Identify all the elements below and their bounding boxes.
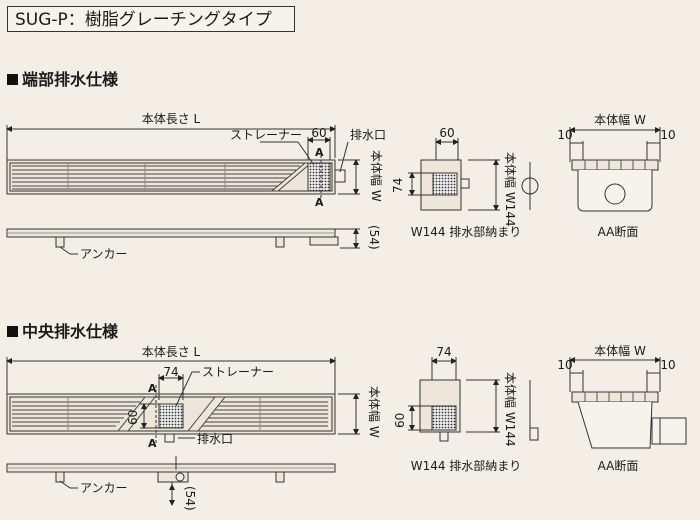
heading-square-icon bbox=[7, 326, 18, 337]
section-a-mark-top: A bbox=[315, 146, 324, 159]
detail-caption: W144 排水部納まり bbox=[411, 224, 522, 239]
drain-outlet-label: 排水口 bbox=[197, 432, 233, 446]
aa-width-label: 本体幅 W bbox=[594, 343, 646, 358]
detail-width-label: 本体幅 W144 bbox=[503, 372, 518, 447]
end-drain-plan-view bbox=[6, 125, 360, 200]
strainer-label: ストレーナー bbox=[230, 128, 302, 142]
aa-left-label: 10 bbox=[557, 128, 572, 142]
center-drain-plan-view bbox=[6, 357, 360, 444]
body-width-label: 本体幅 W bbox=[367, 386, 382, 438]
dim-54-label: (54) bbox=[183, 486, 197, 511]
center-drain-detail-view bbox=[408, 357, 539, 442]
aa-caption: AA断面 bbox=[598, 224, 639, 239]
aa-width-label: 本体幅 W bbox=[594, 112, 646, 127]
section-a-mark-bottom: A bbox=[148, 437, 157, 450]
section-heading-end-drain: 端部排水仕様 bbox=[7, 66, 118, 90]
end-drain-detail-view bbox=[408, 138, 539, 211]
detail-dim-top-label: 74 bbox=[436, 345, 451, 359]
dim-74-label: 74 bbox=[163, 365, 178, 379]
strainer-label: ストレーナー bbox=[202, 365, 274, 379]
aa-right-label: 10 bbox=[660, 128, 675, 142]
aa-caption: AA断面 bbox=[598, 458, 639, 473]
drain-outlet-label: 排水口 bbox=[350, 128, 386, 142]
section-heading-text: 端部排水仕様 bbox=[22, 70, 119, 89]
dim-60-label: 60 bbox=[126, 410, 140, 425]
heading-square-icon bbox=[7, 74, 18, 85]
aa-left-label: 10 bbox=[557, 358, 572, 372]
section-a-mark-bottom: A bbox=[315, 196, 324, 209]
end-drain-aa-section bbox=[569, 127, 661, 212]
body-length-label: 本体長さ L bbox=[142, 345, 201, 359]
body-width-label: 本体幅 W bbox=[369, 150, 384, 202]
page-title: SUG-P：樹脂グレーチングタイプ bbox=[7, 6, 295, 32]
dim-60-label: 60 bbox=[311, 126, 326, 140]
detail-dim-top-label: 60 bbox=[439, 126, 454, 140]
anchor-label: アンカー bbox=[80, 247, 128, 261]
section-heading-center-drain: 中央排水仕様 bbox=[7, 318, 118, 342]
section-a-mark-top: A bbox=[148, 382, 157, 395]
section-heading-text: 中央排水仕様 bbox=[22, 322, 119, 341]
body-length-label: 本体長さ L bbox=[142, 112, 201, 126]
anchor-label: アンカー bbox=[80, 481, 128, 495]
detail-width-label: 本体幅 W144 bbox=[503, 152, 518, 227]
dim-54-label: (54) bbox=[367, 225, 381, 250]
aa-right-label: 10 bbox=[660, 358, 675, 372]
end-drain-side-view bbox=[6, 228, 360, 255]
detail-dim-side-label: 74 bbox=[391, 178, 405, 193]
center-drain-side-view bbox=[6, 456, 336, 506]
center-drain-aa-section bbox=[569, 357, 687, 449]
detail-dim-side-label: 60 bbox=[393, 413, 407, 428]
detail-caption: W144 排水部納まり bbox=[411, 458, 522, 473]
